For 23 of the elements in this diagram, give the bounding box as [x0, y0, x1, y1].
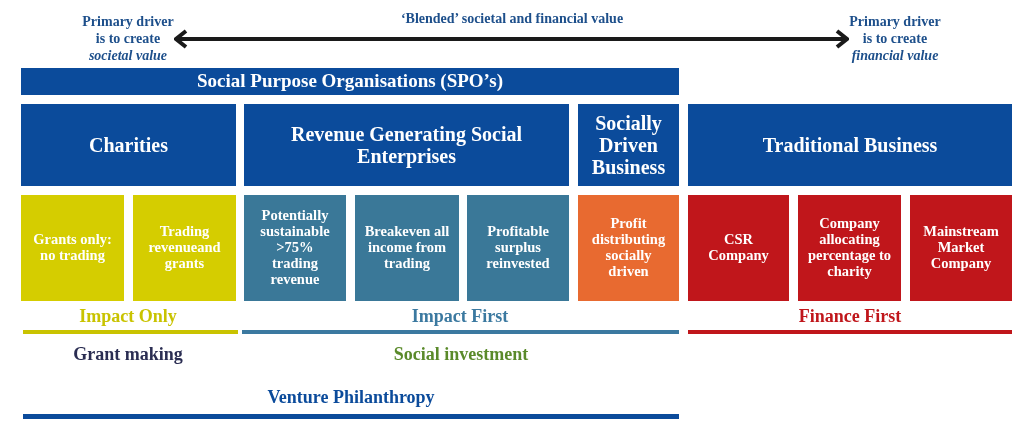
spectrum-label: Finance First — [798, 307, 902, 327]
subcategory-box: Profit distributing socially driven — [578, 195, 679, 301]
category-box: Revenue Generating Social Enterprises — [244, 104, 569, 186]
spectrum-label: Impact First — [411, 307, 509, 327]
subcategory-box: Profitable surplus reinvested — [467, 195, 569, 301]
subcategory-box: Mainstream Market Company — [910, 195, 1012, 301]
subcategory-box: Grants only: no trading — [21, 195, 124, 301]
category-box: Traditional Business — [688, 104, 1012, 186]
subcategory-box: Company allocating percentage to charity — [798, 195, 901, 301]
driver-note: Primary driver is to create financial value — [847, 14, 943, 65]
spectrum-label: Venture Philanthropy — [267, 388, 435, 408]
category-box: Socially Driven Business — [578, 104, 679, 186]
spectrum-label: Social investment — [393, 345, 529, 365]
category-box: Charities — [21, 104, 236, 186]
header-bar: Social Purpose Organisations (SPO’s) — [21, 68, 679, 95]
spectrum-label: Impact Only — [79, 307, 177, 327]
subcategory-box: CSR Company — [688, 195, 789, 301]
driver-note: Primary driver is to create societal value — [80, 14, 176, 65]
subcategory-box: Potentially sustainable >75% trading revenue — [244, 195, 346, 301]
double-arrow — [174, 29, 849, 49]
subcategory-box: Trading revenueand grants — [133, 195, 236, 301]
subcategory-box: Breakeven all income from trading — [355, 195, 459, 301]
spectrum-label: Grant making — [73, 345, 183, 365]
